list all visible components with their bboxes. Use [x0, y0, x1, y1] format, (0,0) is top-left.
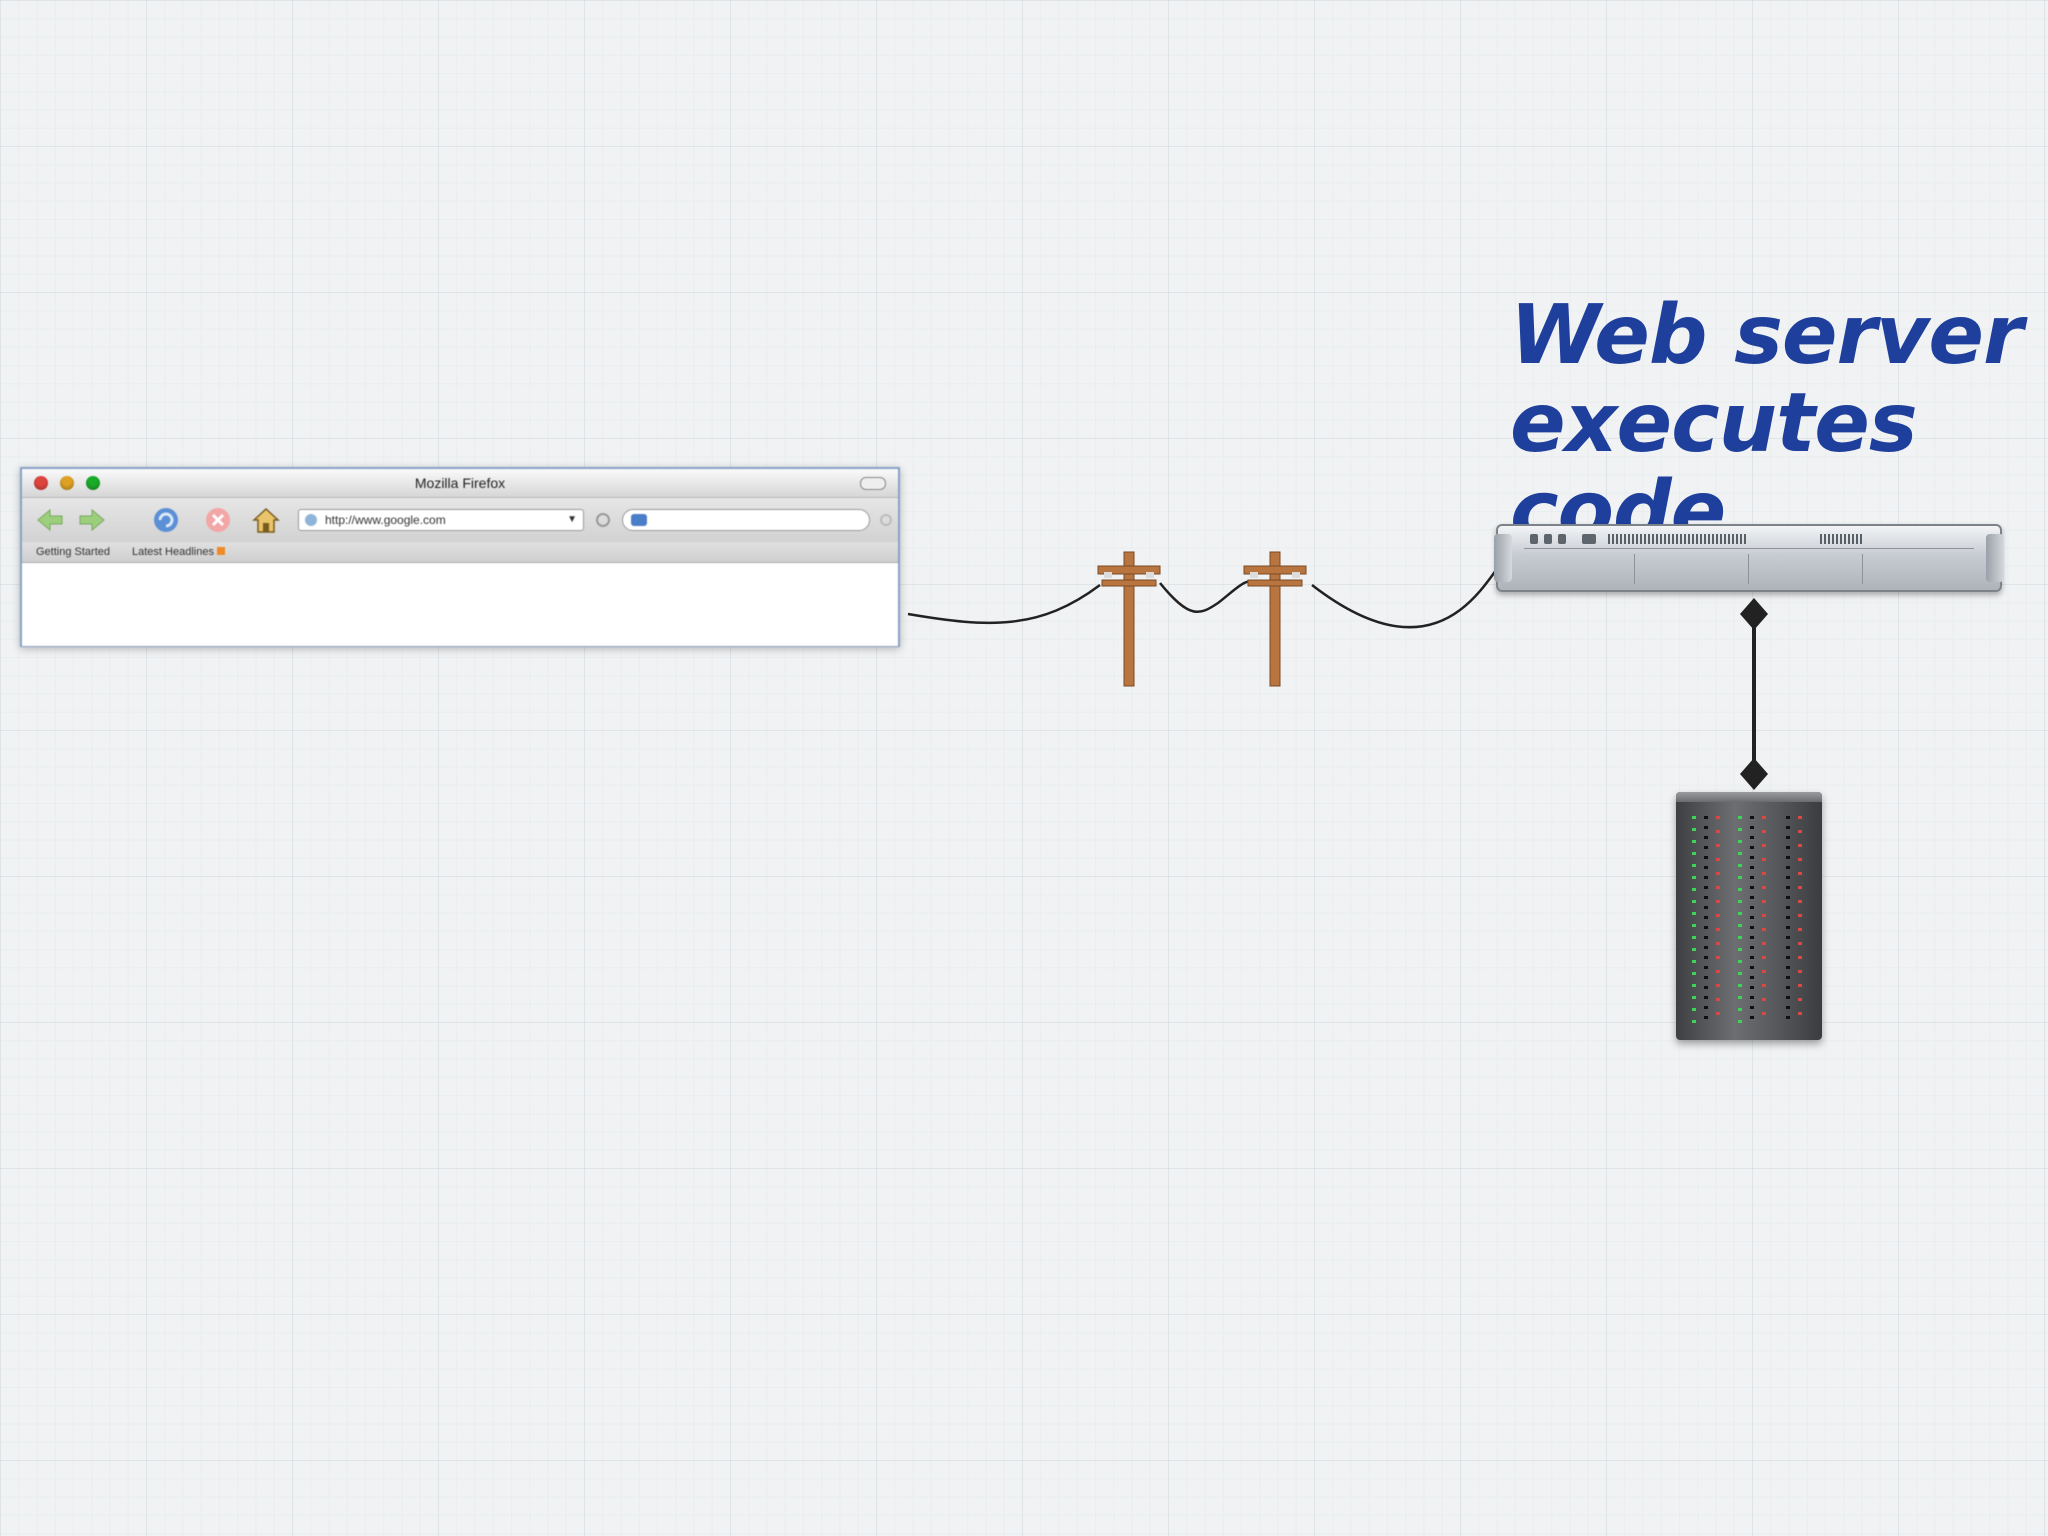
window-title: Mozilla Firefox: [414, 475, 506, 491]
globe-icon: [305, 514, 317, 526]
home-icon[interactable]: [250, 504, 282, 536]
telephone-pole-1: [1097, 551, 1161, 687]
server-vent: [1820, 534, 1864, 544]
minimize-icon[interactable]: [60, 476, 74, 490]
bookmark-latest-headlines[interactable]: Latest Headlines: [132, 546, 225, 558]
slide-title: Web server executes code: [1510, 292, 2048, 556]
rack-ear-left: [1494, 534, 1512, 582]
link-end-diamond-top: [1740, 598, 1768, 630]
close-icon[interactable]: [34, 476, 48, 490]
server-database-link: [1740, 598, 1768, 790]
rack-ear-right: [1986, 534, 2004, 582]
database-server: [1676, 792, 1822, 1040]
cable-pole-to-pole: [1159, 579, 1256, 614]
drive-bay: [1634, 554, 1635, 584]
telephone-pole-2: [1243, 551, 1307, 687]
cable-pole-to-server: [1311, 564, 1501, 629]
drive-slot: [1558, 534, 1566, 544]
status-lights: [1704, 816, 1708, 1024]
bookmark-label: Latest Headlines: [132, 546, 214, 558]
status-lights: [1798, 816, 1802, 1024]
url-text: http://www.google.com: [325, 513, 446, 527]
title-line-2: executes code: [1510, 376, 1918, 559]
browser-titlebar: Mozilla Firefox: [22, 469, 898, 498]
stop-icon[interactable]: [202, 504, 234, 536]
status-lights: [1738, 816, 1742, 1024]
dropdown-arrow-icon[interactable]: ▼: [567, 514, 577, 525]
status-lights: [1716, 816, 1720, 1024]
search-engine-icon[interactable]: [631, 514, 647, 526]
browser-content-area[interactable]: [22, 563, 898, 646]
status-lights: [1692, 816, 1696, 1024]
throbber-icon: [880, 514, 892, 526]
search-input[interactable]: [622, 509, 870, 531]
title-line-1: Web server: [1510, 288, 2023, 383]
status-lights: [1750, 816, 1754, 1024]
go-icon[interactable]: [596, 513, 610, 527]
back-arrow-icon[interactable]: [34, 504, 66, 536]
browser-toolbar: http://www.google.com ▼: [22, 498, 898, 542]
server-vent: [1608, 534, 1748, 544]
browser-window: Mozilla Firefox http://www.google.com ▼: [20, 467, 900, 647]
drive-slot: [1530, 534, 1538, 544]
reload-icon[interactable]: [150, 504, 182, 536]
bookmark-getting-started[interactable]: Getting Started: [36, 546, 110, 558]
drive-bay: [1862, 554, 1863, 584]
status-lights: [1786, 816, 1790, 1024]
forward-arrow-icon[interactable]: [76, 504, 108, 536]
zoom-icon[interactable]: [86, 476, 100, 490]
power-button: [1582, 534, 1596, 544]
url-input[interactable]: http://www.google.com ▼: [298, 509, 584, 531]
link-end-diamond-bottom: [1740, 758, 1768, 790]
toolbar-toggle-icon[interactable]: [860, 477, 886, 490]
database-top-cap: [1676, 792, 1822, 802]
bookmarks-toolbar: Getting Started Latest Headlines: [22, 542, 898, 563]
rss-icon: [216, 547, 225, 555]
server-front-panel: [1524, 532, 1974, 549]
cable-browser-to-pole: [907, 583, 1101, 625]
status-lights: [1762, 816, 1766, 1024]
web-server: [1494, 524, 2004, 592]
drive-bay: [1748, 554, 1749, 584]
drive-slot: [1544, 534, 1552, 544]
